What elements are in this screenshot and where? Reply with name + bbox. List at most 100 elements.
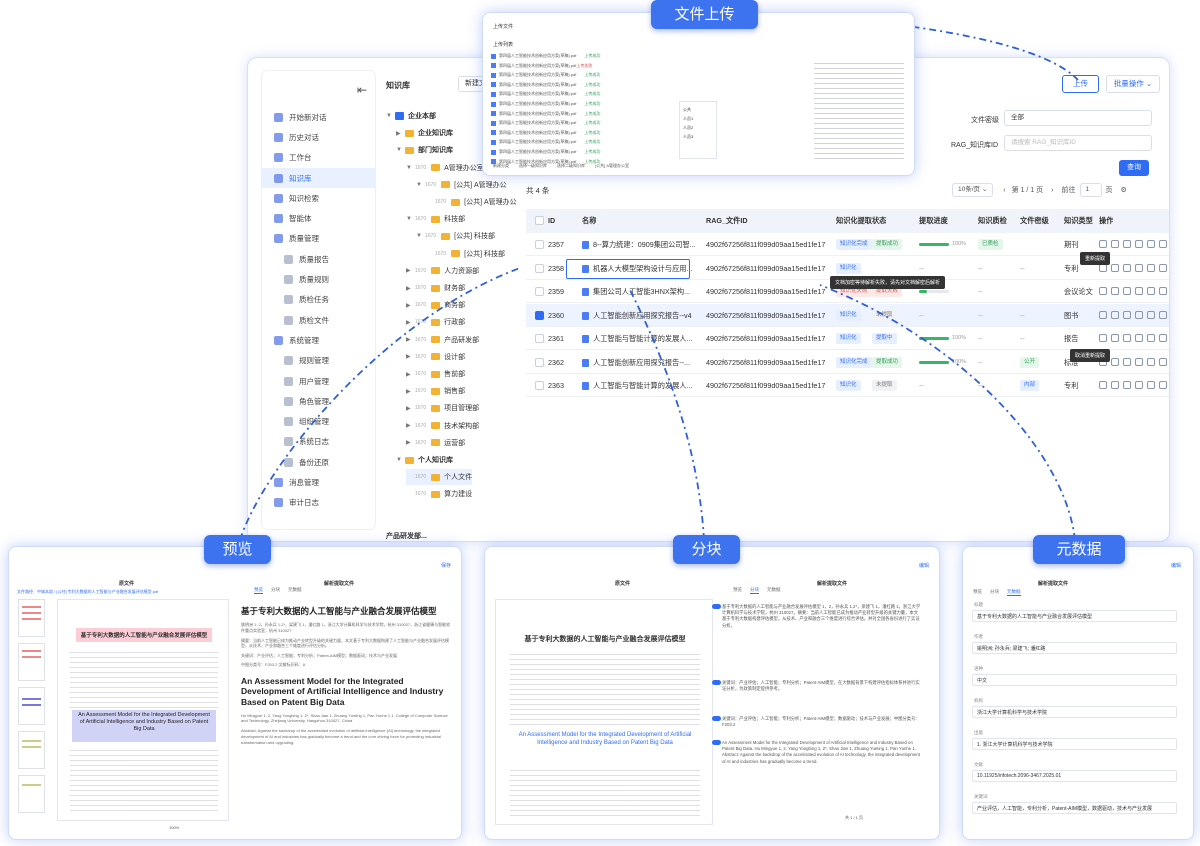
row-name[interactable]: 人工智能创新应用探究报告--...: [582, 351, 700, 374]
tab-preview[interactable]: 预览: [973, 589, 982, 594]
sidebar-item[interactable]: 消息管理: [262, 472, 375, 492]
upload-icon[interactable]: [1135, 357, 1143, 366]
sidebar-item[interactable]: 系统日志: [262, 432, 375, 452]
security-filter-select[interactable]: 全部: [1004, 110, 1152, 126]
delete-icon[interactable]: [1159, 334, 1167, 342]
edit-icon[interactable]: [1147, 381, 1155, 389]
edit-icon[interactable]: [1147, 310, 1155, 319]
expand-arrow-icon[interactable]: ▼: [386, 113, 392, 119]
delete-icon[interactable]: [1159, 263, 1167, 272]
row-checkbox[interactable]: [535, 381, 544, 390]
expand-arrow-icon[interactable]: ▶: [406, 337, 411, 344]
page-thumbnail[interactable]: [18, 775, 45, 813]
chunk-item[interactable]: 基于专利大数据的人工智能与产业融合发展评估模型 1，2，孙永兵 1,2*，梁建飞…: [712, 604, 922, 629]
row-name[interactable]: 机器人大模型架构设计与应用...: [582, 257, 700, 280]
expand-arrow-icon[interactable]: ▼: [416, 233, 422, 240]
sidebar-item[interactable]: 用户管理: [262, 371, 375, 391]
sidebar-item[interactable]: 智能体: [262, 208, 375, 228]
settings-gear-icon[interactable]: ⚙: [1120, 187, 1127, 194]
row-checkbox[interactable]: [535, 240, 544, 249]
download-icon[interactable]: [1123, 357, 1131, 366]
download-icon[interactable]: [1123, 287, 1131, 295]
tree-node[interactable]: ▼个人知识库: [396, 452, 453, 468]
tree-node[interactable]: ▶企业知识库: [396, 125, 453, 141]
edit-icon[interactable]: [1147, 240, 1155, 248]
sidebar-item[interactable]: 系统管理: [262, 330, 375, 350]
expand-arrow-icon[interactable]: ▶: [406, 405, 411, 412]
expand-arrow-icon[interactable]: ▶: [406, 285, 411, 292]
page-number-input[interactable]: 1: [1079, 183, 1102, 197]
row-name[interactable]: 8--算力统建：0909集团公司智...: [582, 233, 700, 256]
tab-metadata[interactable]: 元数据: [1007, 589, 1021, 596]
tab-preview[interactable]: 预览: [733, 587, 742, 592]
expand-arrow-icon[interactable]: ▶: [406, 354, 411, 361]
metadata-field-input[interactable]: [972, 770, 1177, 782]
sidebar-item[interactable]: 规则管理: [262, 351, 375, 371]
metadata-edit-button[interactable]: 编辑: [1171, 563, 1182, 569]
document-icon[interactable]: [1111, 310, 1119, 319]
chunk-item[interactable]: 关键词：产业评估；人工智能；专利分析；Patent-AIM模型，在大数据背景下构…: [712, 680, 922, 692]
row-checkbox[interactable]: [535, 310, 544, 320]
view-icon[interactable]: [1099, 310, 1107, 319]
download-icon[interactable]: [1123, 263, 1131, 272]
row-name[interactable]: 集团公司人工智能3HNX架构...: [582, 280, 700, 303]
metadata-field-input[interactable]: [972, 610, 1177, 622]
chunk-toggle[interactable]: [712, 716, 721, 721]
preview-zoom[interactable]: 100%: [169, 825, 180, 830]
expand-arrow-icon[interactable]: ▶: [406, 319, 411, 326]
sidebar-item[interactable]: 组织管理: [262, 411, 375, 431]
download-icon[interactable]: [1123, 334, 1131, 342]
metadata-field-input[interactable]: [972, 642, 1177, 654]
upload-icon[interactable]: [1135, 263, 1143, 272]
upload-icon[interactable]: [1135, 334, 1143, 342]
upload-icon[interactable]: [1135, 240, 1143, 248]
delete-icon[interactable]: [1159, 357, 1167, 366]
tree-footer[interactable]: 产品研发部...: [386, 533, 427, 540]
delete-icon[interactable]: [1159, 310, 1167, 319]
share-option[interactable]: 人员1: [683, 116, 694, 121]
tree-node[interactable]: 1670[公共] A管理办公: [426, 194, 517, 210]
tab-chunk[interactable]: 分块: [271, 587, 280, 592]
expand-arrow-icon[interactable]: ▶: [406, 388, 411, 395]
expand-arrow-icon[interactable]: ▼: [406, 164, 412, 171]
select-all-checkbox[interactable]: [535, 216, 544, 225]
metadata-field-input[interactable]: [972, 706, 1177, 718]
delete-icon[interactable]: [1159, 287, 1167, 295]
tab-preview[interactable]: 预览: [254, 587, 263, 594]
page-size-select[interactable]: 10条/页 ⌄: [952, 183, 994, 197]
sidebar-item[interactable]: 质量规则: [262, 269, 375, 289]
metadata-field-input[interactable]: [972, 738, 1177, 750]
prev-page-icon[interactable]: ‹: [1003, 186, 1006, 194]
row-checkbox[interactable]: [535, 287, 544, 296]
edit-icon[interactable]: [1147, 287, 1155, 295]
share-option[interactable]: 公共: [683, 107, 691, 112]
expand-arrow-icon[interactable]: ▶: [406, 440, 411, 447]
page-thumbnail[interactable]: [18, 643, 45, 681]
tab-chunk[interactable]: 分块: [750, 587, 759, 594]
row-checkbox[interactable]: [535, 334, 544, 343]
row-name[interactable]: 人工智能与智能计算的发展人...: [582, 374, 700, 397]
sidebar-item[interactable]: 质检任务: [262, 290, 375, 310]
row-name[interactable]: 人工智能与智能计算的发展人...: [582, 327, 700, 350]
upload-footer-item[interactable]: 选择一级知识库: [519, 163, 547, 168]
sidebar-item[interactable]: 知识库: [262, 167, 375, 189]
download-icon[interactable]: [1123, 240, 1131, 248]
tree-node[interactable]: ▼1670[公共] 科技部: [416, 228, 495, 244]
sidebar-item[interactable]: 质量报告: [262, 249, 375, 269]
preview-save-button[interactable]: 保存: [441, 563, 452, 569]
row-checkbox[interactable]: [535, 263, 544, 273]
edit-icon[interactable]: [1147, 334, 1155, 342]
tab-metadata[interactable]: 元数据: [767, 587, 781, 592]
metadata-field-input[interactable]: [972, 802, 1177, 814]
expand-arrow-icon[interactable]: ▶: [406, 268, 411, 275]
